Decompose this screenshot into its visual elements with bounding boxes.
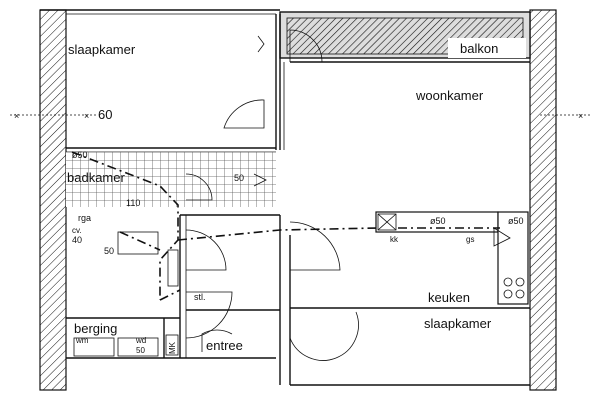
label-cv-40: 40 (72, 235, 82, 245)
outer-walls (39, 9, 557, 391)
label-berging: berging (74, 321, 117, 336)
kitchen-counter (375, 211, 529, 305)
label-balkon: balkon (460, 41, 498, 56)
label-slaapkamer-top: slaapkamer (68, 42, 136, 57)
pipe-label-110: 110 (126, 198, 140, 208)
label-slaapkamer-bottom: slaapkamer (424, 316, 492, 331)
label-wm: wm (75, 336, 89, 345)
fixtures (73, 35, 267, 357)
label-woonkamer: woonkamer (415, 88, 484, 103)
label-gs: gs (466, 235, 474, 244)
label-rga: rga (78, 213, 91, 223)
pipe-label-50-c: 50 (104, 246, 114, 256)
dimension-value: 60 (98, 107, 112, 122)
balkon-area (279, 11, 531, 59)
pipe-label-50-kitchen-a: ø50 (430, 216, 446, 226)
label-wd: wd (135, 336, 146, 345)
pipe-label-50-b: 50 (234, 173, 244, 183)
label-cv: cv. (72, 226, 82, 235)
label-badkamer: badkamer (67, 170, 125, 185)
svg-text:×: × (84, 111, 89, 121)
doors (185, 29, 359, 361)
dimension-line: × × × (10, 111, 590, 121)
badkamer-tiles (66, 152, 276, 207)
pipe-label-50-a: ø50 (72, 150, 88, 160)
pipe-label-50-kitchen-b: ø50 (508, 216, 524, 226)
label-stl: stl. (194, 292, 206, 302)
label-keuken: keuken (428, 290, 470, 305)
label-mk: MK (168, 341, 177, 354)
drain-lines (71, 151, 500, 301)
label-kk: kk (390, 235, 399, 244)
svg-text:×: × (578, 111, 583, 121)
label-wd-50: 50 (136, 346, 145, 355)
svg-text:×: × (14, 111, 19, 121)
label-entree: entree (206, 338, 243, 353)
